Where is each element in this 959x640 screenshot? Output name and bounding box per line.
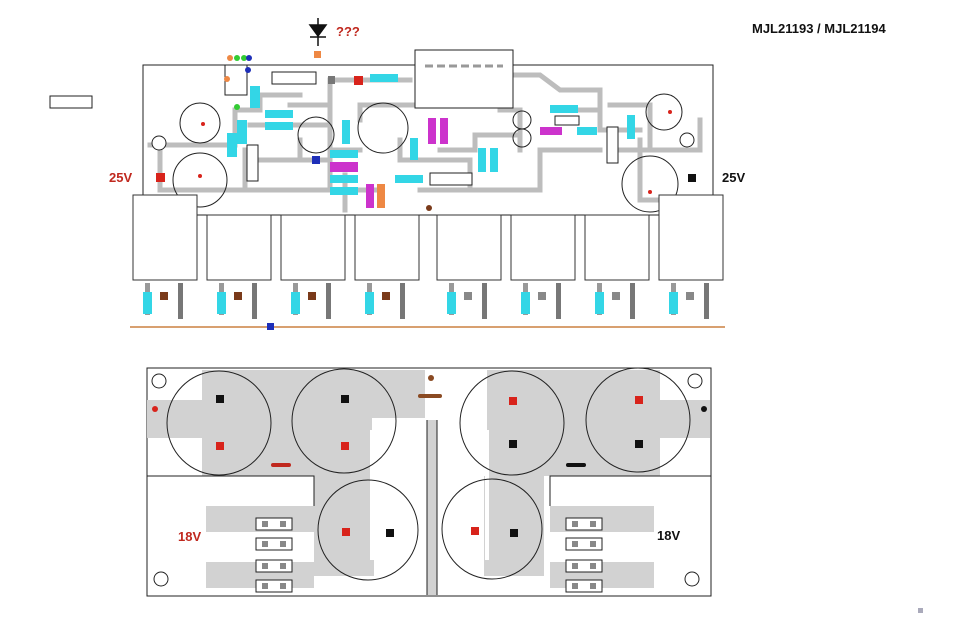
output-transistor bbox=[510, 214, 576, 281]
right-supply-label: 25V bbox=[722, 170, 746, 185]
film-capacitor bbox=[330, 118, 562, 208]
resistor-outline bbox=[49, 71, 619, 186]
output-transistor-row bbox=[130, 194, 725, 330]
filter-capacitor bbox=[166, 367, 691, 581]
resistor bbox=[227, 74, 635, 195]
copper-pour bbox=[147, 370, 710, 595]
power-supply-board bbox=[146, 367, 712, 597]
pad-orange bbox=[314, 51, 321, 58]
board-outline-trace bbox=[147, 420, 711, 595]
output-transistor bbox=[132, 194, 198, 281]
rectifier-pad bbox=[262, 521, 596, 589]
part-numbers-title: MJL21193 / MJL21194 bbox=[752, 21, 886, 36]
psu-left-voltage-label: 18V bbox=[178, 529, 202, 544]
diode-question-label: ??? bbox=[336, 24, 360, 39]
relay-module bbox=[414, 49, 514, 109]
input-connector bbox=[224, 55, 252, 110]
ground-link bbox=[271, 375, 586, 467]
electrolytic-capacitor bbox=[172, 93, 683, 213]
mounting-hole bbox=[151, 373, 703, 587]
film-capacitor-orange bbox=[377, 184, 385, 208]
output-transistor bbox=[354, 214, 420, 281]
pad-brown bbox=[426, 205, 432, 211]
pad-blue bbox=[267, 323, 274, 330]
output-transistor bbox=[280, 214, 346, 281]
psu-right-voltage-label: 18V bbox=[657, 528, 681, 543]
left-supply-label: 25V bbox=[109, 170, 133, 185]
output-transistor bbox=[658, 194, 724, 281]
pad-red bbox=[152, 396, 643, 536]
output-transistor bbox=[436, 214, 502, 281]
output-transistor bbox=[584, 214, 650, 281]
pad-black bbox=[688, 174, 696, 182]
pad-red bbox=[156, 76, 672, 194]
pad-black bbox=[216, 395, 707, 537]
pad-blue bbox=[312, 156, 320, 164]
stray-pixel bbox=[918, 608, 923, 613]
pad-grey bbox=[328, 76, 335, 84]
board-outline-trace bbox=[370, 430, 489, 560]
amplifier-board bbox=[49, 18, 714, 216]
diode-symbol bbox=[308, 18, 328, 46]
output-transistor bbox=[206, 214, 272, 281]
mounting-hole bbox=[151, 132, 695, 151]
transistor-leads bbox=[143, 283, 709, 319]
